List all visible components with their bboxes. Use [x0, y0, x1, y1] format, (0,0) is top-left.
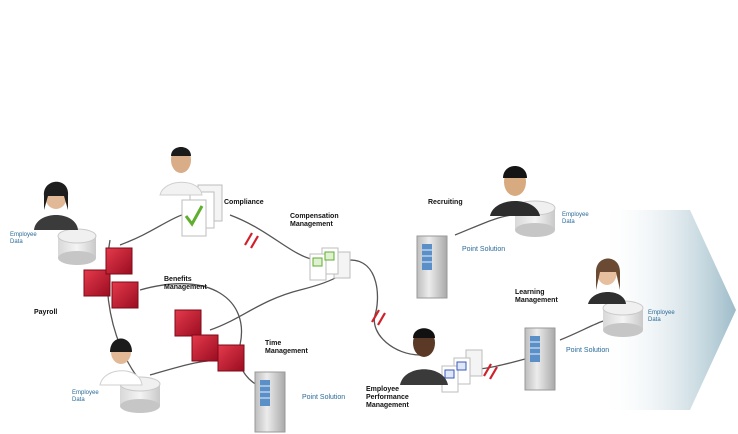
compliance-documents-icon	[181, 184, 223, 237]
employee-data-label: Employee Data	[10, 232, 37, 245]
server-icon	[416, 235, 448, 299]
recruiting-label: Recruiting	[428, 199, 463, 206]
payroll-label: Payroll	[34, 309, 58, 316]
point-solution-label: Point Solution	[462, 246, 506, 253]
break-marks	[244, 232, 498, 380]
point-solution-label: Point Solution	[302, 394, 346, 401]
payroll-cube-stack	[83, 247, 139, 309]
benefits-cube-stack	[174, 309, 245, 372]
time-label: Time Management	[265, 340, 308, 355]
person-avatar	[588, 258, 626, 304]
compensation-documents-icon	[309, 247, 351, 281]
server-icon	[254, 371, 286, 433]
benefits-label: Benefits Management	[164, 276, 207, 291]
compliance-label: Compliance	[224, 199, 264, 206]
employee-data-label: Employee Data	[648, 310, 675, 323]
database-icon	[602, 300, 644, 337]
direction-arrow	[600, 210, 736, 410]
employee-data-label: Employee Data	[562, 212, 589, 225]
employee-data-label: Employee Data	[72, 390, 99, 403]
person-avatar	[490, 166, 540, 216]
performance-label: Employee Performance Management	[366, 386, 409, 409]
learning-label: Learning Management	[515, 289, 558, 304]
compensation-label: Compensation Management	[290, 213, 339, 228]
person-avatar	[34, 181, 78, 230]
performance-documents-icon	[441, 349, 483, 393]
person-avatar	[159, 147, 203, 196]
person-avatar	[400, 328, 448, 385]
server-icon	[524, 327, 556, 391]
database-icon	[57, 228, 97, 265]
person-avatar	[99, 338, 143, 386]
point-solution-label: Point Solution	[566, 347, 610, 354]
